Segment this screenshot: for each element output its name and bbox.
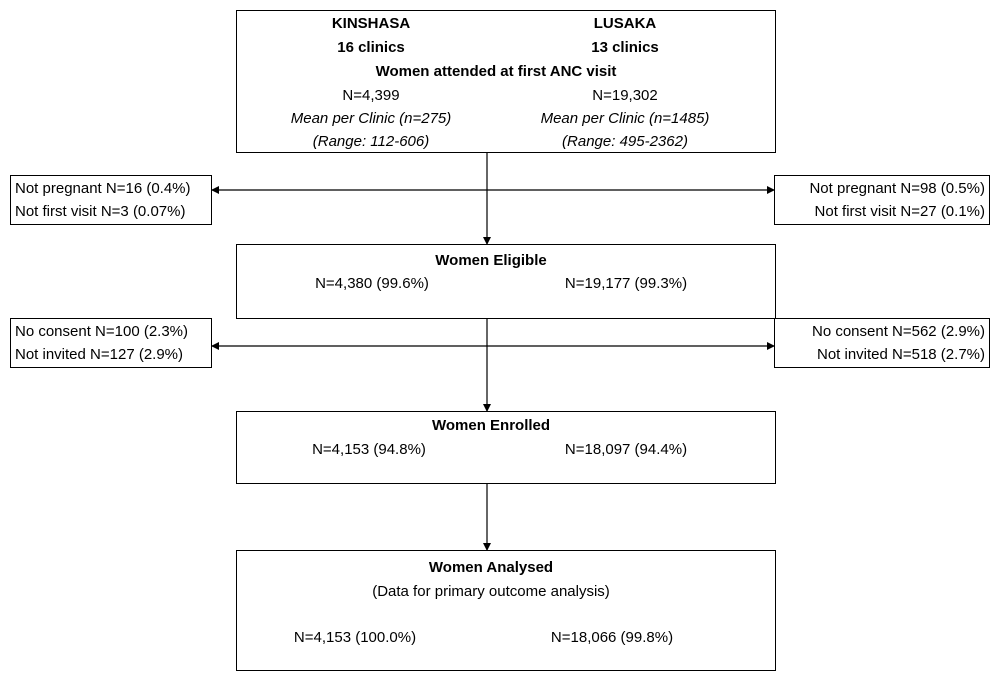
exclusion-2-left-line2: Not invited N=127 (2.9%)	[15, 346, 184, 363]
analysed-box: Women Analysed (Data for primary outcome…	[236, 550, 776, 671]
lusaka-mean: Mean per Clinic (n=1485)	[540, 110, 710, 127]
enrolled-title: Women Enrolled	[431, 417, 551, 434]
eligible-box: Women Eligible N=4,380 (99.6%) N=19,177 …	[236, 244, 776, 319]
kinshasa-n: N=4,399	[342, 87, 400, 104]
exclusion-1-left-line2: Not first visit N=3 (0.07%)	[15, 203, 186, 220]
exclusion-2-left-line1: No consent N=100 (2.3%)	[15, 323, 189, 340]
kinshasa-range: (Range: 112-606)	[312, 133, 430, 150]
lusaka-clinics: 13 clinics	[591, 39, 659, 56]
exclusion-1-right-box: Not pregnant N=98 (0.5%) Not first visit…	[774, 175, 990, 225]
lusaka-n: N=19,302	[592, 87, 658, 104]
exclusion-2-left-box: No consent N=100 (2.3%) Not invited N=12…	[10, 318, 212, 368]
kinshasa-clinics: 16 clinics	[337, 39, 405, 56]
first-visit-title: Women attended at first ANC visit	[375, 63, 617, 80]
exclusion-1-left-box: Not pregnant N=16 (0.4%) Not first visit…	[10, 175, 212, 225]
eligible-lusaka: N=19,177 (99.3%)	[564, 275, 688, 292]
exclusion-2-right-line1: No consent N=562 (2.9%)	[811, 323, 985, 340]
enrolled-box: Women Enrolled N=4,153 (94.8%) N=18,097 …	[236, 411, 776, 484]
exclusion-1-right-line1: Not pregnant N=98 (0.5%)	[809, 180, 985, 197]
eligible-kinshasa: N=4,380 (99.6%)	[315, 275, 429, 292]
analysed-lusaka: N=18,066 (99.8%)	[550, 629, 674, 646]
kinshasa-name: KINSHASA	[331, 15, 411, 32]
lusaka-range: (Range: 495-2362)	[562, 133, 688, 150]
analysed-title: Women Analysed	[428, 559, 554, 576]
analysed-kinshasa: N=4,153 (100.0%)	[293, 629, 417, 646]
lusaka-name: LUSAKA	[593, 15, 657, 32]
exclusion-2-right-line2: Not invited N=518 (2.7%)	[816, 346, 985, 363]
enrolled-kinshasa: N=4,153 (94.8%)	[312, 441, 426, 458]
analysed-subtitle: (Data for primary outcome analysis)	[372, 583, 610, 600]
exclusion-1-left-line1: Not pregnant N=16 (0.4%)	[15, 180, 191, 197]
exclusion-1-right-line2: Not first visit N=27 (0.1%)	[814, 203, 985, 220]
kinshasa-mean: Mean per Clinic (n=275)	[290, 110, 452, 127]
first-visit-box: KINSHASA LUSAKA 16 clinics 13 clinics Wo…	[236, 10, 776, 153]
enrolled-lusaka: N=18,097 (94.4%)	[564, 441, 688, 458]
exclusion-2-right-box: No consent N=562 (2.9%) Not invited N=51…	[774, 318, 990, 368]
eligible-title: Women Eligible	[435, 252, 547, 269]
